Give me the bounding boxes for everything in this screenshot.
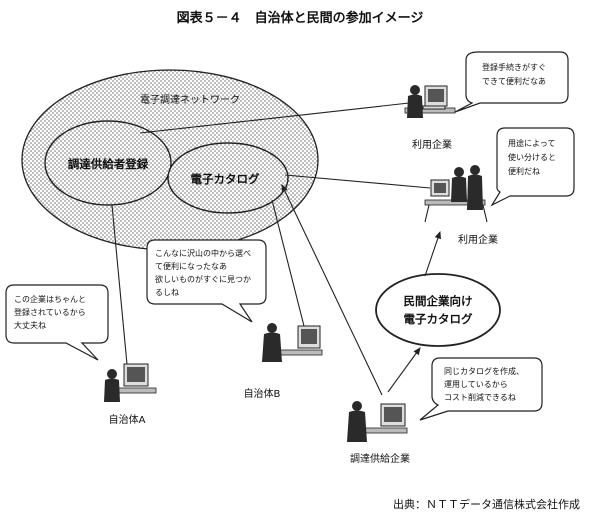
svg-text:便利だね: 便利だね <box>508 166 540 176</box>
svg-text:て便利になったなあ: て便利になったなあ <box>155 261 227 271</box>
bubble-municipality-a: この企業はちゃんと 登録されているから 大丈夫ね <box>5 284 109 361</box>
svg-text:運用しているから: 運用しているから <box>444 380 508 389</box>
bubble-user-top: 登録手続きがすぐ できて便利だなあ <box>454 51 569 113</box>
svg-text:用途によって: 用途によって <box>508 138 555 148</box>
registry-label: 調達供給者登録 <box>68 157 149 171</box>
arrow-supplier-private <box>387 347 421 393</box>
label-supplier: 調達供給企業 <box>350 452 410 465</box>
bubble-user-mid: 用途によって 使い分けると 便利だね <box>490 127 575 207</box>
svg-text:登録されているから: 登録されているから <box>14 307 86 317</box>
line-catalog-user-mid <box>284 174 431 189</box>
svg-text:欲しいものがすぐに見つか: 欲しいものがすぐに見つか <box>155 274 251 284</box>
label-user-top: 利用企業 <box>412 138 452 151</box>
person-user-mid-icon <box>424 165 488 223</box>
catalog-label: 電子カタログ <box>191 172 260 186</box>
person-user-top-icon <box>404 85 456 118</box>
svg-text:コスト削減できるね: コスト削減できるね <box>444 392 516 402</box>
private-catalog-line2: 電子カタログ <box>404 312 473 326</box>
catalog-ellipse <box>167 142 289 214</box>
svg-text:できて便利だなあ: できて便利だなあ <box>482 76 546 86</box>
person-supplier-icon <box>347 401 408 442</box>
svg-text:同じカタログを作成、: 同じカタログを作成、 <box>444 366 524 376</box>
line-catalog-municipality-b <box>271 199 306 331</box>
bubble-supplier: 同じカタログを作成、 運用しているから コスト削減できるね <box>419 357 543 421</box>
source-note: 出典：ＮＴＴデータ通信株式会社作成 <box>393 497 580 511</box>
svg-text:使い分けると: 使い分けると <box>508 152 556 162</box>
bubble-municipality-b: こんなに沢山の中から選べ て便利になったなあ 欲しいものがすぐに見つか るしね <box>146 239 267 323</box>
label-municipality-b: 自治体B <box>244 387 281 400</box>
private-catalog-ellipse <box>375 273 501 347</box>
label-municipality-a: 自治体A <box>109 413 146 426</box>
arrow-private-user-mid <box>424 230 441 277</box>
person-municipality-b-icon <box>262 323 323 362</box>
network-label: 電子調達ネットワーク <box>140 93 240 106</box>
figure-title: 図表５－４ 自治体と民間の参加イメージ <box>177 10 424 26</box>
svg-text:この企業はちゃんと: この企業はちゃんと <box>14 294 86 304</box>
label-user-mid: 利用企業 <box>458 233 498 246</box>
line-registry-user-top <box>139 101 419 134</box>
svg-text:登録手続きがすぐ: 登録手続きがすぐ <box>482 62 546 72</box>
arrow-supplier-catalog <box>281 184 383 396</box>
line-registry-municipality-a <box>111 204 129 376</box>
registry-ellipse <box>44 120 172 206</box>
private-catalog-line1: 民間企業向け <box>404 294 473 308</box>
svg-text:こんなに沢山の中から選べ: こんなに沢山の中から選べ <box>155 248 251 258</box>
person-municipality-a-icon <box>104 363 157 402</box>
svg-text:大丈夫ね: 大丈夫ね <box>14 320 46 330</box>
svg-text:るしね: るしね <box>155 288 179 297</box>
